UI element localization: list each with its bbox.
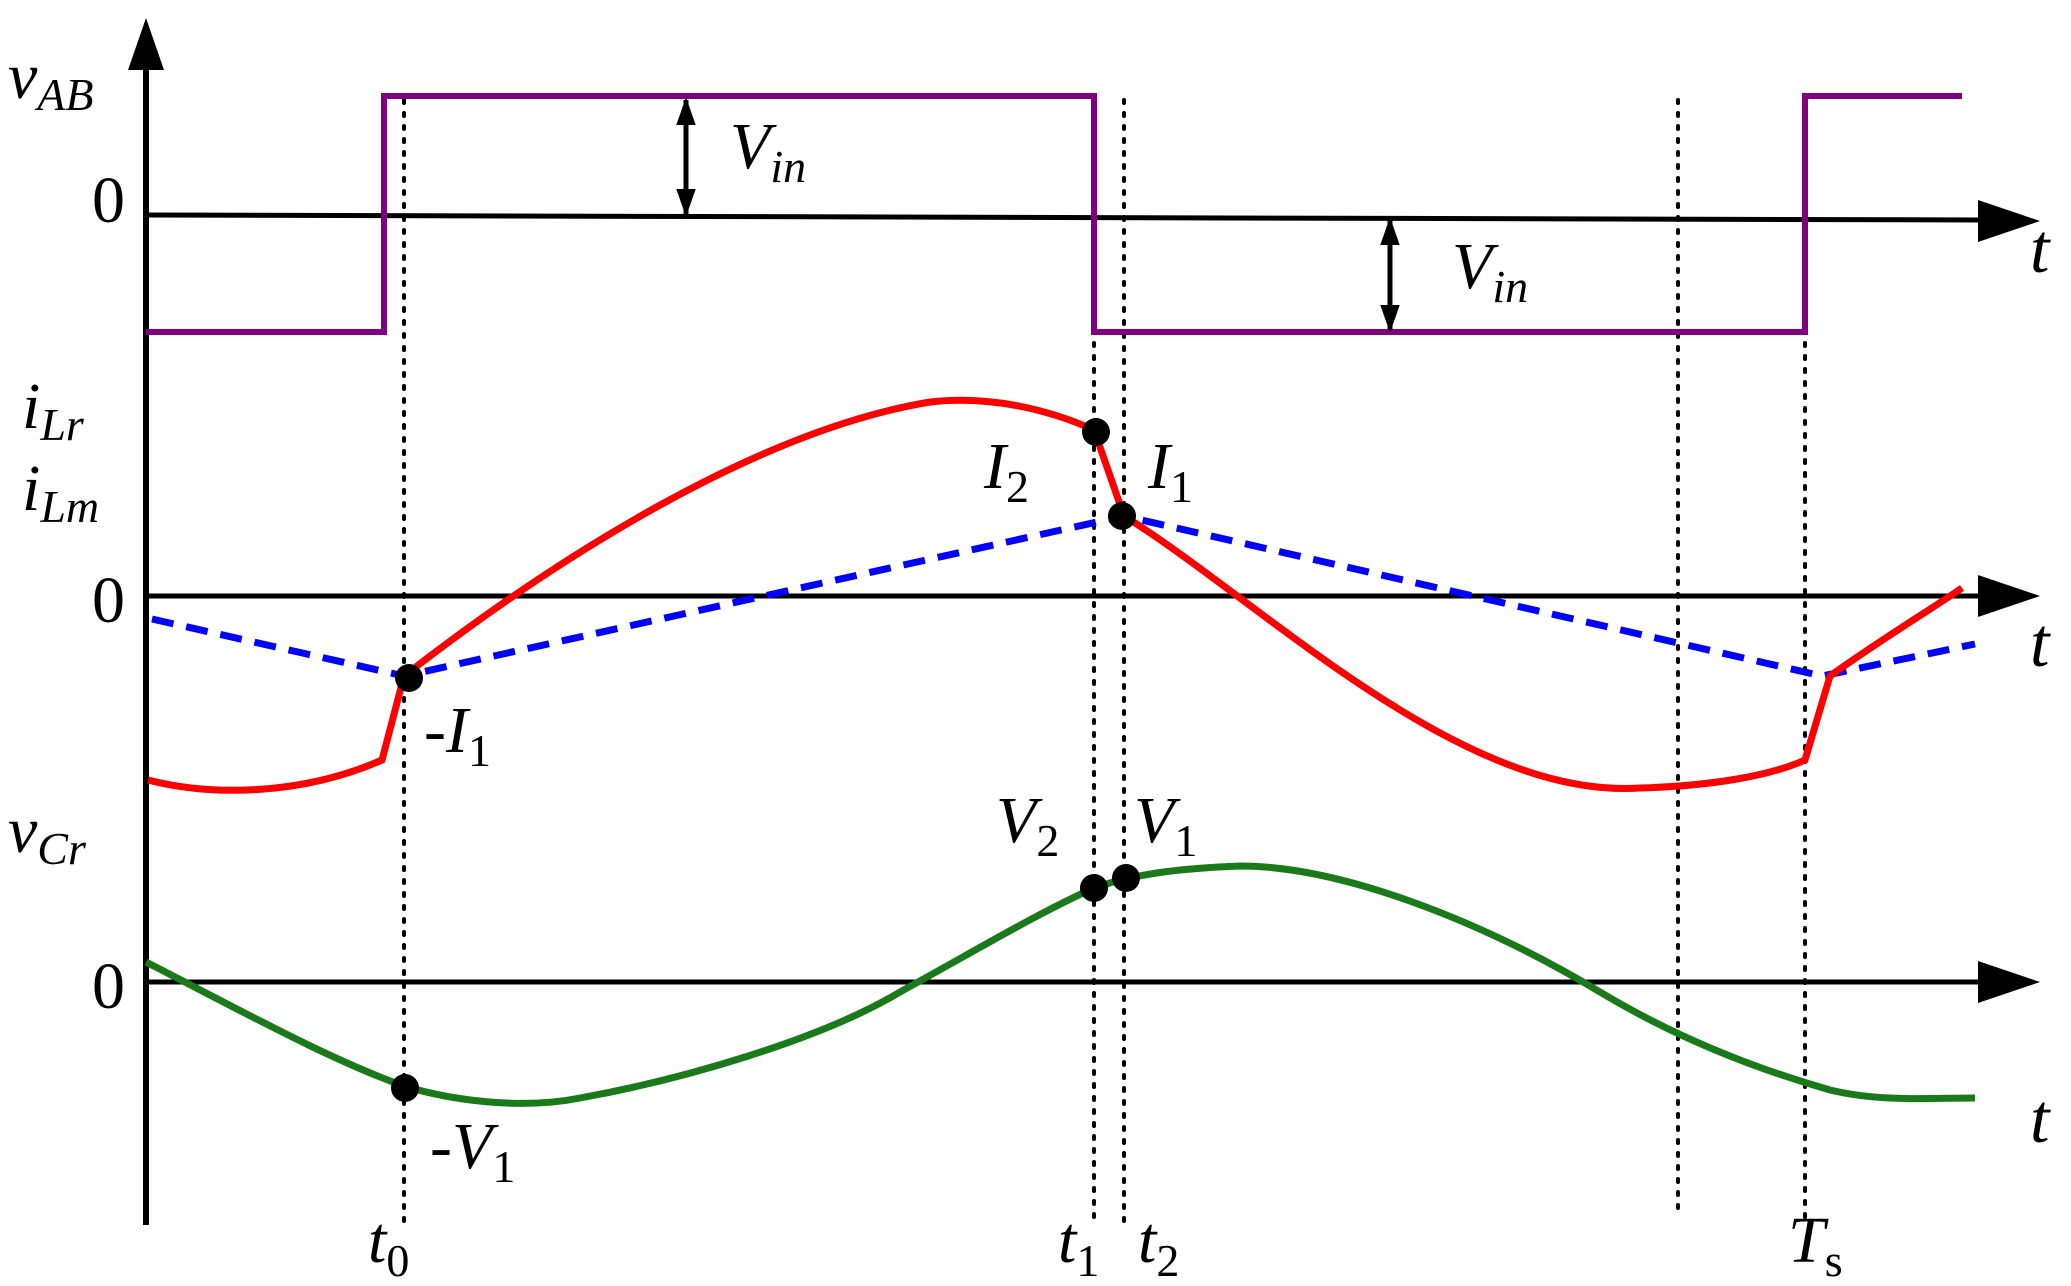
vin-label-bottom: Vin — [1452, 230, 1528, 312]
time-axis-current — [146, 575, 2040, 617]
v1-label: V1 — [1134, 784, 1197, 866]
vertical-axis-arrow — [128, 18, 164, 70]
marker-dots — [391, 418, 1140, 1102]
ilm-label: iLm — [22, 452, 99, 532]
vab-label: vAB — [8, 40, 94, 120]
zero-label-vcr: 0 — [92, 950, 125, 1023]
ilr-label: iLr — [22, 370, 85, 450]
dot-v2 — [1080, 874, 1108, 902]
dot-neg-v1 — [391, 1074, 419, 1102]
i2-label: I2 — [983, 430, 1029, 512]
time-axis-vab — [145, 200, 2040, 242]
v2-label: V2 — [996, 784, 1059, 866]
t0-label: t0 — [368, 1204, 409, 1286]
dot-neg-i1 — [395, 664, 423, 692]
t-axis-label-current: t — [2030, 605, 2051, 682]
neg-i1-label: -I1 — [424, 694, 491, 776]
neg-v1-label: -V1 — [430, 1110, 515, 1192]
i1-label: I1 — [1147, 430, 1193, 512]
vcr-voltage-wave — [144, 862, 1976, 1107]
t2-label: t2 — [1138, 1204, 1179, 1286]
time-axis-vcr — [146, 961, 2040, 1003]
vcr-label: vCr — [8, 794, 87, 874]
vin-label-top: Vin — [730, 110, 806, 192]
dot-i1 — [1108, 502, 1136, 530]
vab-square-wave — [146, 93, 1962, 335]
t1-label: t1 — [1058, 1204, 1099, 1286]
time-guides — [402, 98, 1807, 1227]
dot-i2 — [1082, 418, 1110, 446]
zero-label-vab: 0 — [92, 164, 125, 237]
t-axis-label-vcr: t — [2030, 1081, 2051, 1158]
zero-label-current: 0 — [92, 564, 125, 637]
t-axis-label-vab: t — [2030, 211, 2051, 288]
dot-v1 — [1112, 864, 1140, 892]
ts-label: Ts — [1788, 1204, 1843, 1286]
